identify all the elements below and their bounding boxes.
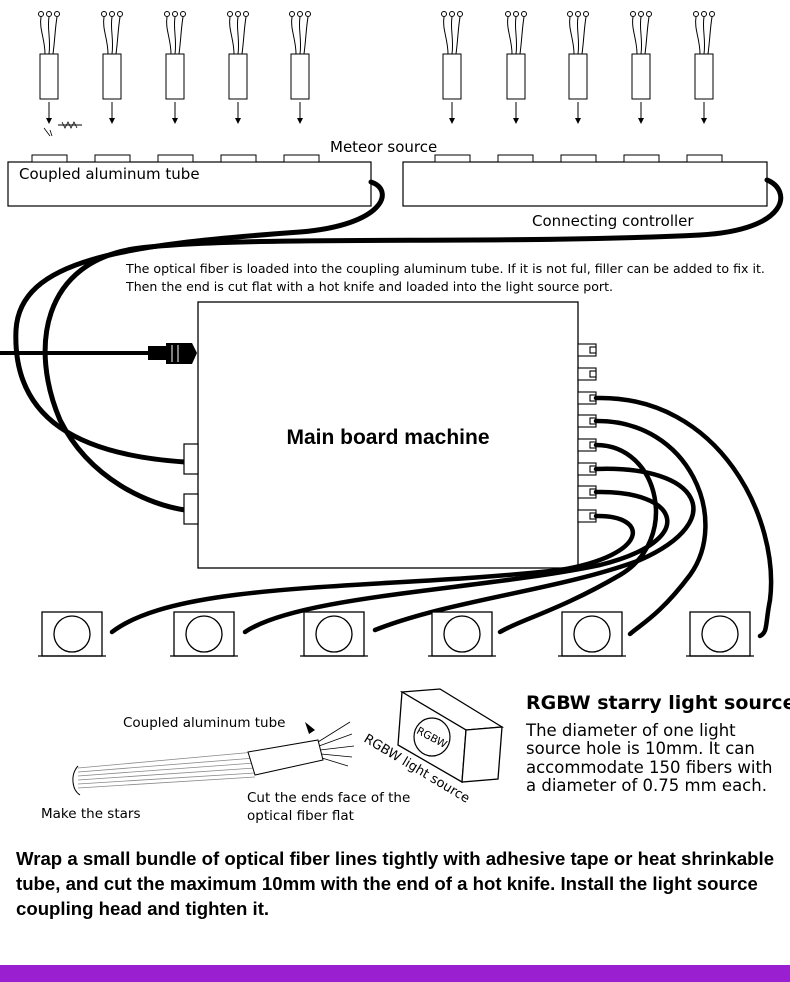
fiber-bundle-left-4	[227, 11, 249, 125]
main-board-machine	[183, 301, 597, 569]
main-board-title: Main board machine	[286, 426, 490, 449]
coupled-tube-label: Coupled aluminum tube	[19, 165, 200, 183]
assembly-note: The optical fiber is loaded into the cou…	[126, 261, 765, 294]
coupled-tube-box	[7, 154, 372, 207]
fiber-bundle-right-3	[567, 11, 589, 125]
star-unit-5	[557, 611, 627, 657]
rgbw-description: The diameter of one light source hole is…	[526, 721, 773, 795]
screw-icon	[43, 121, 82, 137]
connecting-controller-box	[402, 154, 768, 207]
star-unit-1	[37, 611, 107, 657]
cut-ends-label: Cut the ends face of the optical fiber f…	[247, 790, 415, 824]
top-cables	[13, 177, 784, 513]
star-unit-3	[299, 611, 369, 657]
fiber-bundle-left-5	[289, 11, 311, 125]
fiber-bundle-right-4	[630, 11, 652, 125]
fiber-bundle-right-1	[441, 11, 463, 125]
fiber-bundle-left-3	[164, 11, 186, 125]
fiber-bundle-illustration	[72, 721, 355, 796]
make-stars-label: Make the stars	[41, 806, 140, 822]
rgbw-light-source-box: RGBW	[397, 688, 505, 784]
fiber-bundle-left-1	[38, 11, 60, 125]
installation-instructions: Wrap a small bundle of optical fiber lin…	[16, 848, 775, 919]
fiber-bundle-right-2	[505, 11, 527, 125]
power-cord	[0, 343, 197, 364]
fiber-bundle-left-2	[101, 11, 123, 125]
star-unit-2	[169, 611, 239, 657]
star-unit-4	[427, 611, 497, 657]
fiber-bundle-right-5	[693, 11, 715, 125]
meteor-source-label: Meteor source	[330, 138, 437, 156]
rgbw-title: RGBW starry light source	[526, 692, 790, 714]
connecting-controller-label: Connecting controller	[532, 212, 694, 230]
coupled-tube-bottom-label: Coupled aluminum tube	[123, 715, 286, 731]
footer-bar	[0, 965, 790, 982]
star-unit-6	[685, 611, 755, 657]
output-cables	[109, 395, 774, 639]
